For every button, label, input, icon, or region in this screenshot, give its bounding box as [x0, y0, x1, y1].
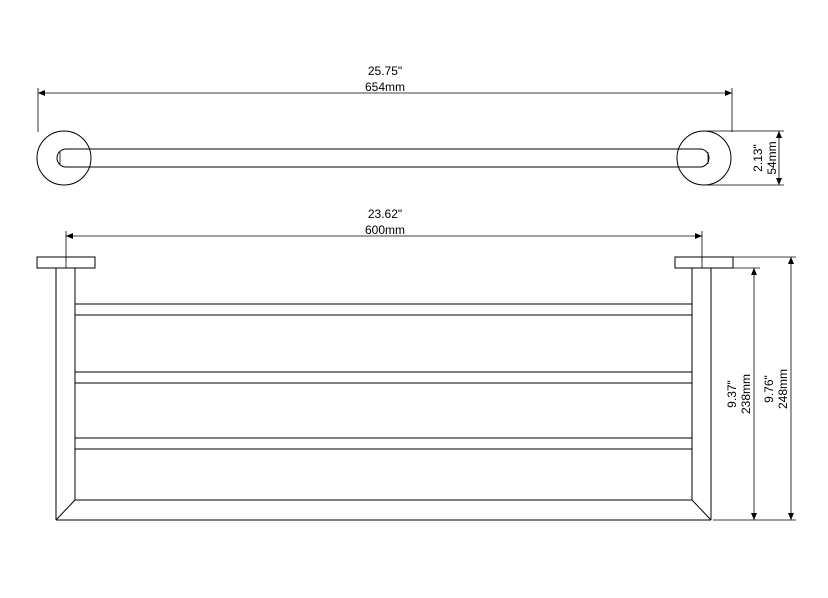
front-width-dimension: 23.62" 600mm	[65, 207, 703, 268]
total-height-mm-label: 248mm	[776, 369, 790, 409]
top-width-mm-label: 654mm	[365, 80, 405, 94]
inner-height-in-label: 9.37"	[725, 380, 739, 408]
right-support	[691, 268, 712, 521]
inner-height-mm-label: 238mm	[739, 374, 753, 414]
right-mount-plate	[674, 256, 734, 269]
right-flange	[676, 130, 732, 186]
top-view: 25.75" 654mm 2.13" 54mm	[36, 64, 784, 186]
top-depth-in-label: 2.13"	[751, 144, 765, 172]
front-width-in-label: 23.62"	[368, 207, 402, 221]
rail-3	[74, 437, 693, 450]
top-depth-dimension: 2.13" 54mm	[706, 130, 784, 186]
top-width-in-label: 25.75"	[368, 64, 402, 78]
total-height-in-label: 9.76"	[762, 375, 776, 403]
top-bar	[56, 148, 710, 168]
total-height-dimension: 9.76" 248mm	[733, 256, 796, 521]
rail-2	[74, 371, 693, 384]
top-depth-mm-label: 54mm	[765, 141, 779, 174]
rail-1	[74, 303, 693, 316]
inner-height-dimension: 9.37" 238mm	[713, 267, 760, 521]
left-support	[55, 268, 76, 521]
left-flange	[36, 130, 92, 186]
front-width-mm-label: 600mm	[365, 223, 405, 237]
front-view: 23.62" 600mm 9.37" 238mm 9.76" 248mm	[36, 207, 796, 521]
top-width-dimension: 25.75" 654mm	[37, 64, 733, 132]
shelf-rails	[74, 303, 693, 450]
